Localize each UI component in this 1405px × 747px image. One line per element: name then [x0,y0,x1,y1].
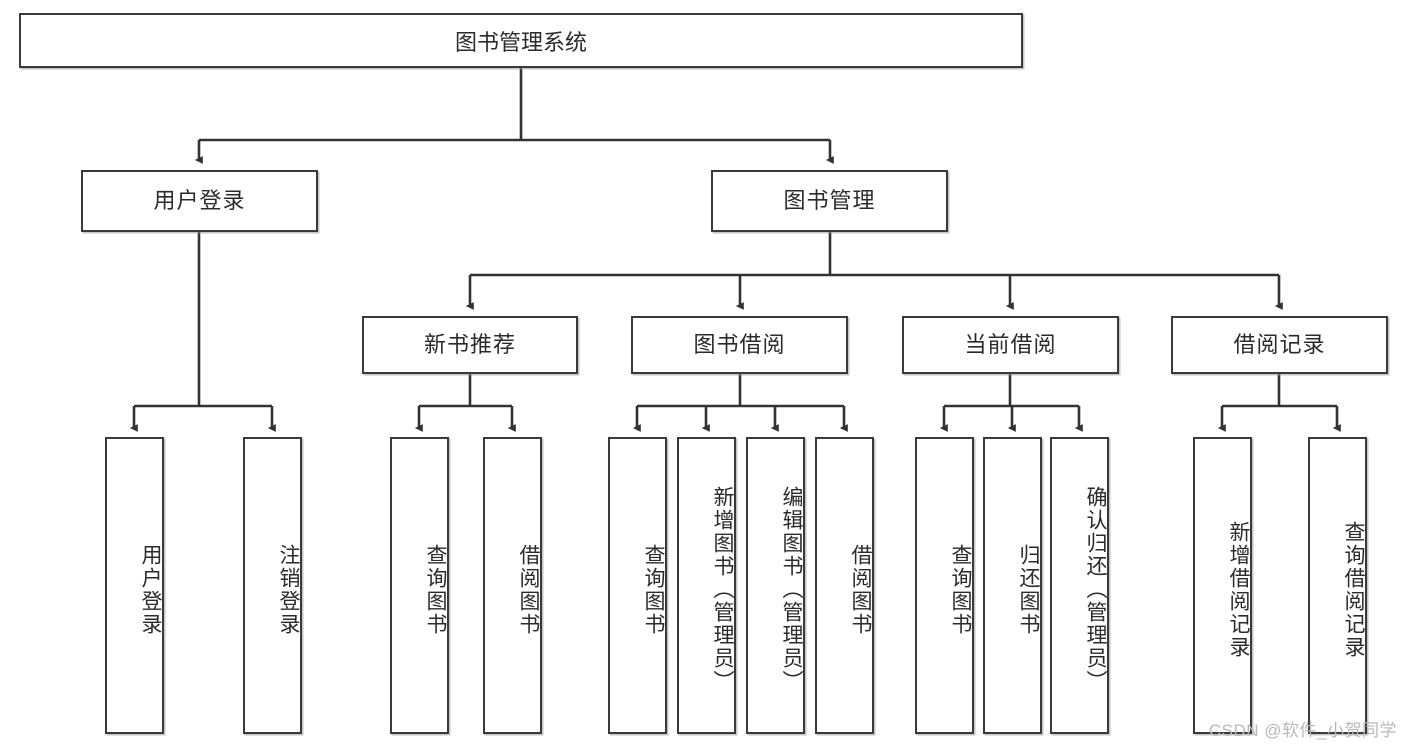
leaf-add-record-label: 新增借阅记录 [1227,520,1250,659]
leaf-edit-book-label: 编辑图书（管理员） [780,486,803,693]
node-borrow-record[interactable]: 借阅记录 [1171,316,1388,374]
leaf-borrow-book-2-label: 借阅图书 [849,543,872,636]
node-new-book-rec[interactable]: 新书推荐 [362,316,578,374]
leaf-user-login[interactable]: 用户登录 [105,437,164,734]
leaf-return-book[interactable]: 归还图书 [983,437,1042,734]
leaf-add-record[interactable]: 新增借阅记录 [1193,437,1252,734]
node-book-manage-label: 图书管理 [783,187,876,213]
node-root[interactable]: 图书管理系统 [19,13,1023,68]
leaf-edit-book[interactable]: 编辑图书（管理员） [746,437,805,734]
node-user-login[interactable]: 用户登录 [81,170,318,232]
leaf-query-record-label: 查询借阅记录 [1342,520,1365,659]
leaf-logout[interactable]: 注销登录 [243,437,302,734]
node-new-book-rec-label: 新书推荐 [423,331,516,357]
watermark: CSDN @软件_小贺同学 [1208,721,1397,740]
leaf-logout-label: 注销登录 [277,543,300,636]
leaf-query-book-3-label: 查询图书 [949,543,972,636]
node-book-borrow-label: 图书借阅 [693,331,786,357]
leaf-user-login-label: 用户登录 [139,543,162,636]
leaf-query-record[interactable]: 查询借阅记录 [1308,437,1367,734]
leaf-add-book[interactable]: 新增图书（管理员） [677,437,736,734]
leaf-query-book-1[interactable]: 查询图书 [390,437,449,734]
leaf-query-book-3[interactable]: 查询图书 [915,437,974,734]
node-book-borrow[interactable]: 图书借阅 [631,316,848,374]
leaf-confirm-return[interactable]: 确认归还（管理员） [1050,437,1109,734]
node-root-label: 图书管理系统 [454,29,587,55]
leaf-borrow-book-1-label: 借阅图书 [517,543,540,636]
leaf-add-book-label: 新增图书（管理员） [711,486,734,693]
leaf-query-book-2[interactable]: 查询图书 [608,437,667,734]
leaf-confirm-return-label: 确认归还（管理员） [1084,486,1107,693]
node-borrow-record-label: 借阅记录 [1233,331,1326,357]
node-user-login-label: 用户登录 [153,187,246,213]
leaf-query-book-2-label: 查询图书 [642,543,665,636]
leaf-query-book-1-label: 查询图书 [424,543,447,636]
node-book-manage[interactable]: 图书管理 [711,170,948,232]
node-current-borrow[interactable]: 当前借阅 [902,316,1119,374]
leaf-return-book-label: 归还图书 [1017,543,1040,636]
leaf-borrow-book-1[interactable]: 借阅图书 [483,437,542,734]
leaf-borrow-book-2[interactable]: 借阅图书 [815,437,874,734]
node-current-borrow-label: 当前借阅 [964,331,1057,357]
